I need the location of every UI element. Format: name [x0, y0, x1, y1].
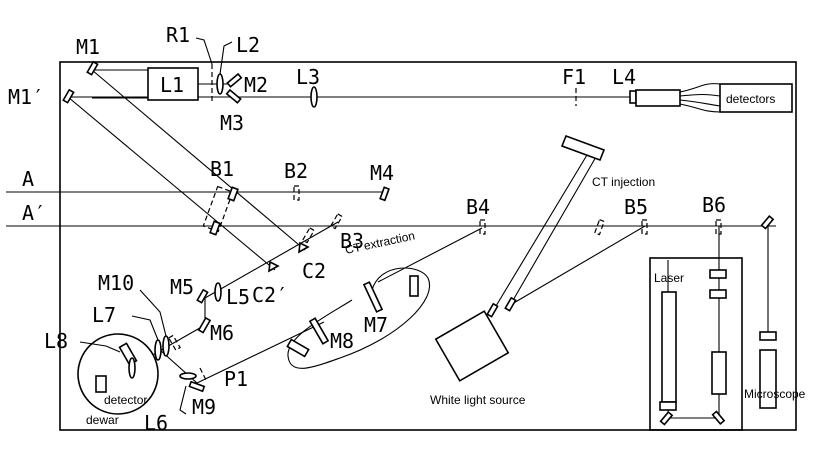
label-b4: B4 [466, 195, 490, 219]
detector-housing [635, 89, 681, 107]
beamsplitter-b5-left [593, 218, 605, 236]
component-c2-prime [268, 260, 280, 273]
optical-table-outline [59, 61, 797, 431]
detector-element [95, 375, 107, 393]
label-b2: B2 [284, 159, 308, 183]
lens-l3 [310, 86, 318, 108]
label-l2: L2 [236, 33, 260, 57]
lens-m10 [162, 335, 170, 357]
label-m1-prime: M1′ [8, 85, 44, 109]
mirror-microscope-top [760, 214, 775, 230]
pinhole-p1 [199, 367, 207, 381]
label-m1: M1 [76, 35, 100, 59]
laser-top-element [659, 401, 677, 411]
label-a: A [22, 167, 34, 191]
label-m4: M4 [370, 161, 394, 185]
label-b5: B5 [624, 195, 648, 219]
lens-l8 [128, 357, 136, 379]
m8-element [286, 338, 310, 358]
label-m10: M10 [98, 271, 134, 295]
beamsplitter-b5 [641, 219, 648, 235]
label-b3: B3 [340, 229, 364, 253]
beamsplitter-b3 [329, 213, 343, 230]
label-m2: M2 [244, 73, 268, 97]
mirror-m8 [308, 317, 330, 345]
label-c2: C2 [302, 259, 326, 283]
mirror-m6 [197, 316, 212, 334]
dewar-label: dewar [86, 413, 119, 427]
ct-injection-label: CT injection [592, 175, 655, 189]
label-m8: M8 [330, 329, 354, 353]
label-l4: L4 [612, 65, 636, 89]
label-l7: L7 [92, 303, 116, 327]
beamsplitter-m10 [167, 334, 181, 351]
source-mirror [504, 296, 517, 312]
laser-mirror-r [711, 410, 726, 426]
lens-l5 [214, 282, 222, 302]
white-light-source [434, 310, 510, 382]
laser-optic-3 [711, 351, 727, 395]
beamsplitter-b1-rect [227, 186, 239, 202]
label-m3: M3 [220, 111, 244, 135]
laser-l1 [147, 67, 199, 101]
laser-optic-1 [709, 269, 727, 279]
mirror-m1-prime [62, 88, 75, 104]
detector-label: detector [104, 393, 147, 407]
source-aperture [486, 302, 499, 318]
label-m7: M7 [364, 313, 388, 337]
label-m6: M6 [210, 321, 234, 345]
label-l6: L6 [144, 411, 168, 435]
label-l1: L1 [160, 73, 184, 97]
label-a-prime: A′ [22, 201, 46, 225]
lens-l6 [179, 372, 197, 380]
beamsplitter-b1-lower [209, 220, 221, 236]
mirror-m5 [196, 288, 209, 304]
mirror-m4 [379, 186, 390, 202]
lens-l7 [154, 339, 162, 361]
mirror-m1 [86, 60, 99, 76]
m7-element [409, 275, 419, 297]
mirror-m7 [362, 281, 384, 313]
mirror-m3 [225, 88, 242, 104]
beamsplitter-b2 [293, 185, 300, 201]
laser-label: Laser [654, 271, 684, 285]
lens-l2 [216, 73, 224, 95]
laser-mirror-l [659, 410, 674, 426]
beamsplitter-b6 [715, 219, 722, 235]
label-b6: B6 [702, 193, 726, 217]
label-l3: L3 [296, 65, 320, 89]
detector-dewar [77, 333, 159, 415]
lens-l4 [629, 90, 637, 104]
label-r1: R1 [166, 23, 190, 47]
microscope-body [759, 349, 777, 409]
label-b1: B1 [210, 157, 234, 181]
label-l5: L5 [226, 285, 250, 309]
detector-fibers [679, 83, 721, 113]
beamsplitter-b4 [479, 219, 486, 235]
cryostat-loop [287, 267, 431, 369]
beamsplitter-b3-b [301, 227, 315, 244]
label-p1: P1 [224, 367, 248, 391]
detectors-label: detectors [726, 92, 775, 106]
microscope-label: Microscope [744, 387, 806, 401]
mirror-m9 [188, 380, 206, 393]
mirror-m2 [226, 72, 243, 88]
label-m9: M9 [192, 395, 216, 419]
detectors-box [719, 83, 793, 113]
curved-mirror [560, 134, 606, 162]
label-m5: M5 [170, 275, 194, 299]
laser-tube [661, 291, 677, 403]
component-c2 [298, 241, 310, 254]
laser-optic-2 [709, 289, 727, 299]
white-light-source-label: White light source [430, 393, 526, 407]
label-l8: L8 [44, 329, 68, 353]
laser-enclosure [649, 257, 743, 431]
microscope-optic [759, 331, 777, 341]
label-leaders [79, 37, 233, 415]
label-f1: F1 [562, 65, 586, 89]
label-c2-prime: C2′ [252, 283, 288, 307]
